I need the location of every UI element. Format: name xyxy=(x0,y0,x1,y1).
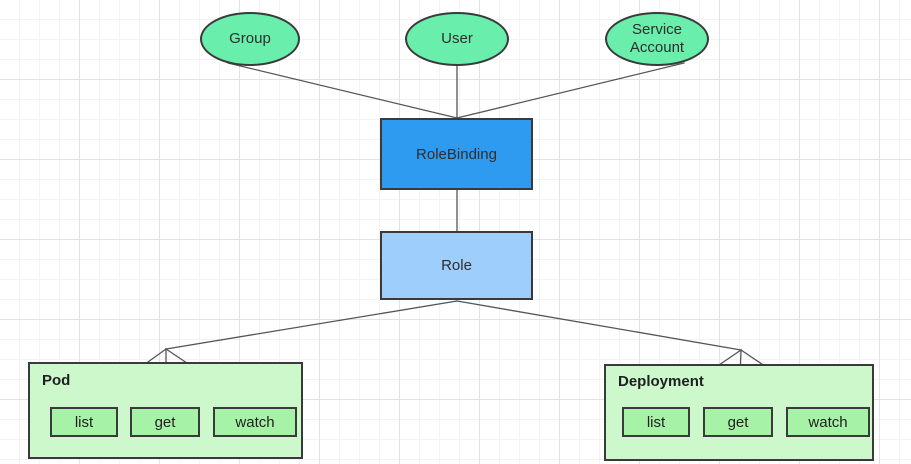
verb-pod-list-label: list xyxy=(74,413,94,431)
node-role-label: Role xyxy=(441,257,472,274)
node-service-account[interactable]: Service Account xyxy=(605,12,709,66)
verb-deployment-get-label: get xyxy=(727,413,749,431)
node-group[interactable]: Group xyxy=(200,12,300,66)
verb-pod-watch-label: watch xyxy=(235,413,275,431)
verb-pod-watch[interactable]: watch xyxy=(213,407,297,437)
resource-group-deployment-title: Deployment xyxy=(618,373,704,390)
verb-pod-list[interactable]: list xyxy=(50,407,118,437)
edge-role-to-deployment xyxy=(456,300,742,351)
node-service-account-label: Service Account xyxy=(629,21,685,56)
node-group-label: Group xyxy=(229,30,271,47)
node-rolebinding-label: RoleBinding xyxy=(416,145,497,163)
edge-serviceaccount-to-rolebinding xyxy=(456,62,685,119)
verb-deployment-watch-label: watch xyxy=(808,413,848,431)
node-user[interactable]: User xyxy=(405,12,509,66)
verb-deployment-list-label: list xyxy=(646,413,666,431)
verb-deployment-list[interactable]: list xyxy=(622,407,690,437)
node-rolebinding[interactable]: RoleBinding xyxy=(380,118,533,190)
node-role[interactable]: Role xyxy=(380,231,533,300)
verb-pod-get[interactable]: get xyxy=(130,407,200,437)
verb-deployment-get[interactable]: get xyxy=(703,407,773,437)
verb-deployment-watch[interactable]: watch xyxy=(786,407,870,437)
resource-group-pod-title: Pod xyxy=(42,372,71,389)
verb-pod-get-label: get xyxy=(154,413,176,431)
node-user-label: User xyxy=(441,30,473,47)
edge-role-to-pod xyxy=(165,300,458,350)
edge-group-to-rolebinding xyxy=(227,62,458,119)
